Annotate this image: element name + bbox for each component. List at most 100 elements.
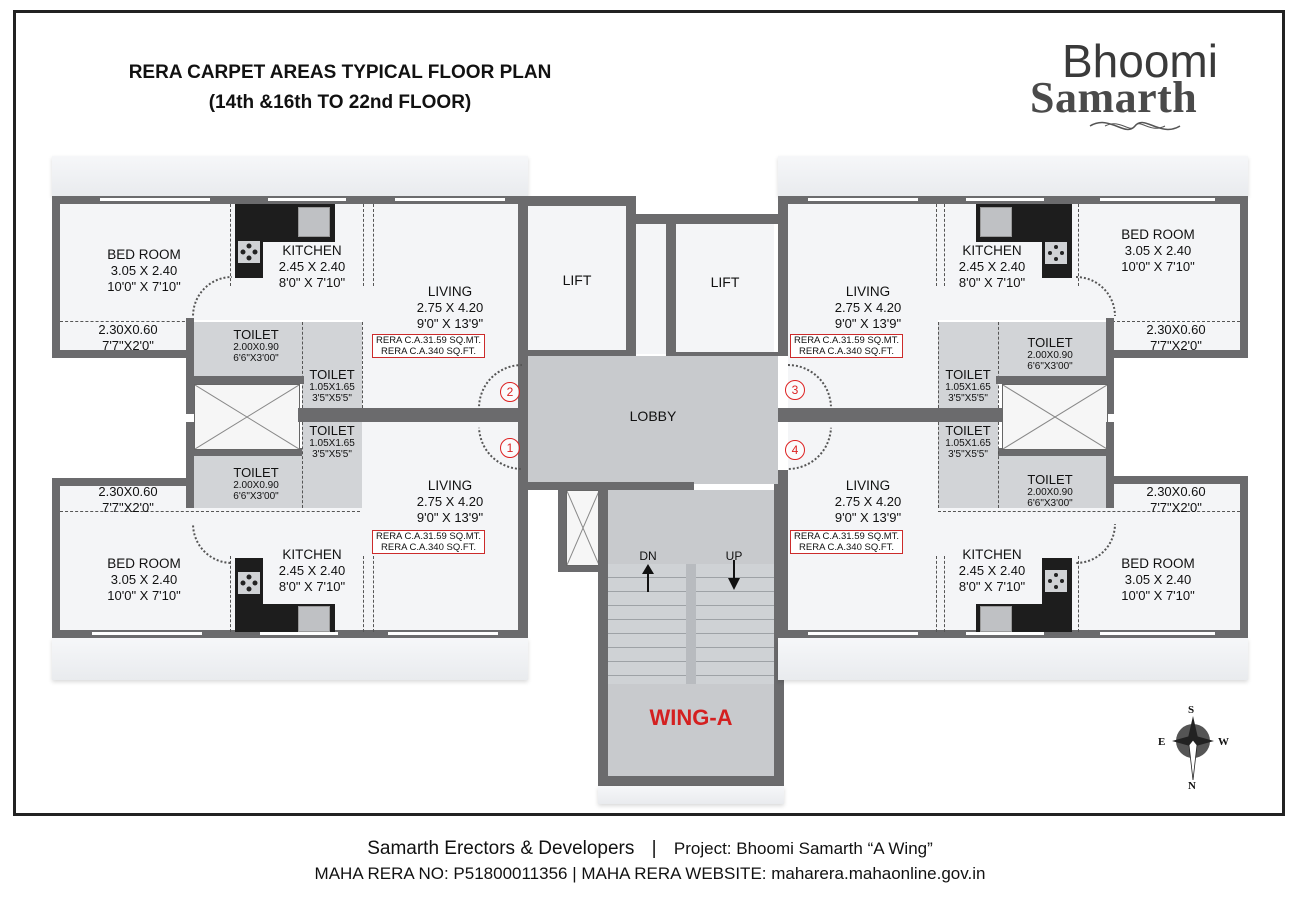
- wall: [996, 448, 1114, 456]
- wall: [1106, 350, 1248, 358]
- left-lower-balcony: [60, 486, 186, 510]
- partition-line: [1078, 204, 1079, 286]
- room-label-toilet-small: TOILET 1.05X1.65 3'5"X5'5": [945, 423, 991, 461]
- lift-1: [528, 206, 626, 350]
- partition-line: [1078, 556, 1079, 632]
- compass-top-label: S: [1188, 704, 1195, 716]
- partition-line: [373, 204, 374, 286]
- wall: [778, 470, 788, 638]
- plan-title: RERA CARPET AREAS TYPICAL FLOOR PLAN: [128, 62, 552, 83]
- left-upper-balcony: [60, 320, 186, 350]
- wall: [298, 408, 528, 422]
- rera-area-badge: RERA C.A.31.59 SQ.MT. RERA C.A.340 SQ.FT…: [790, 334, 904, 358]
- compass-right-label: W: [1218, 736, 1229, 748]
- wall: [1106, 476, 1248, 484]
- wall: [52, 478, 192, 486]
- logo-flourish-icon: [1089, 121, 1181, 131]
- sink-icon: [980, 606, 1012, 632]
- stair-up-label: UP: [725, 549, 743, 563]
- wing-label: WING-A: [649, 705, 733, 730]
- lobby-area: [528, 356, 778, 484]
- toilet-large-area: [194, 322, 302, 378]
- partition-line: [938, 422, 939, 508]
- wall: [666, 216, 676, 356]
- window: [388, 632, 498, 635]
- partition-line: [302, 322, 303, 408]
- room-label-balcony: 2.30X0.60 7'7"X2'0": [1146, 484, 1206, 515]
- wall: [996, 376, 1114, 384]
- room-label-kitchen: KITCHEN 2.45 X 2.40 8'0" X 7'10": [278, 547, 346, 594]
- room-label-toilet-small: TOILET 1.05X1.65 3'5"X5'5": [945, 367, 991, 405]
- wall: [528, 350, 636, 356]
- room-label-toilet-large: TOILET 2.00X0.90 6'6"X3'00": [1027, 335, 1073, 373]
- flat-number-1[interactable]: 1: [500, 438, 520, 458]
- flat-number-4[interactable]: 4: [785, 440, 805, 460]
- left-top-balcony-ledge: [52, 156, 528, 196]
- left-bottom-balcony-ledge: [52, 638, 528, 680]
- window: [966, 632, 1044, 635]
- room-label-bedroom: BED ROOM 3.05 X 2.40 10'0" X 7'10": [1121, 227, 1195, 274]
- stove-icon: [238, 572, 260, 594]
- stair-divider: [686, 564, 696, 684]
- window: [92, 632, 202, 635]
- room-label-toilet-small: TOILET 1.05X1.65 3'5"X5'5": [309, 367, 355, 405]
- wall: [1240, 476, 1248, 638]
- footer-project: Project: Bhoomi Samarth “A Wing”: [673, 839, 933, 858]
- compass-icon: [1172, 716, 1214, 781]
- window: [1100, 632, 1215, 635]
- lift-1-label: LIFT: [562, 272, 592, 288]
- toilet-large-area: [998, 456, 1106, 508]
- duct-shaft: [194, 384, 300, 450]
- toilet-small-area: [938, 422, 998, 508]
- room-label-bedroom: BED ROOM 3.05 X 2.40 10'0" X 7'10": [107, 247, 181, 294]
- partition-line: [363, 556, 364, 632]
- rera-area-badge: RERA C.A.31.59 SQ.MT. RERA C.A.340 SQ.FT…: [790, 530, 904, 554]
- wall: [52, 196, 60, 356]
- wall: [778, 408, 1002, 422]
- wall: [528, 482, 694, 490]
- footer-line-1: Samarth Erectors & Developers | Project:…: [0, 838, 1300, 860]
- partition-line: [936, 556, 937, 632]
- wall: [1106, 318, 1114, 414]
- window: [100, 198, 210, 201]
- flat-number-3[interactable]: 3: [785, 380, 805, 400]
- partition-line: [998, 322, 999, 408]
- wall: [666, 352, 778, 358]
- partition-line: [944, 556, 945, 632]
- toilet-large-area: [194, 456, 302, 508]
- wall: [518, 196, 528, 486]
- lift-2: [676, 224, 774, 352]
- partition-line: [936, 204, 937, 286]
- arrow-up-icon: [642, 564, 654, 592]
- footer-line-2: MAHA RERA NO: P51800011356 | MAHA RERA W…: [314, 864, 986, 883]
- partition-line: [938, 322, 939, 408]
- wall: [186, 318, 194, 414]
- partition-line: [944, 204, 945, 286]
- sink-icon: [980, 207, 1012, 237]
- wall: [186, 422, 194, 514]
- stair-down-label: DN: [639, 549, 657, 563]
- partition-line: [230, 556, 231, 632]
- stove-icon: [238, 241, 260, 263]
- wall: [528, 196, 636, 206]
- wall: [186, 376, 304, 384]
- wall: [518, 422, 528, 638]
- partition-line: [1112, 321, 1240, 322]
- arrow-down-icon: [728, 560, 740, 590]
- window: [808, 198, 918, 201]
- room-label-living: LIVING 2.75 X 4.20 9'0" X 13'9": [834, 478, 902, 525]
- window: [808, 632, 918, 635]
- window: [395, 198, 505, 201]
- wall: [1240, 196, 1248, 356]
- kitchen-counter: [1042, 204, 1072, 278]
- flat-number-2[interactable]: 2: [500, 382, 520, 402]
- partition-line: [998, 422, 999, 508]
- room-label-toilet-large: TOILET 2.00X0.90 6'6"X3'00": [233, 327, 279, 365]
- room-label-bedroom: BED ROOM 3.05 X 2.40 10'0" X 7'10": [107, 556, 181, 603]
- sink-icon: [298, 207, 330, 237]
- wall: [778, 196, 788, 356]
- right-top-balcony-ledge: [778, 156, 1248, 196]
- wall: [598, 776, 784, 786]
- room-label-living: LIVING 2.75 X 4.20 9'0" X 13'9": [416, 284, 484, 331]
- partition-line: [302, 422, 303, 508]
